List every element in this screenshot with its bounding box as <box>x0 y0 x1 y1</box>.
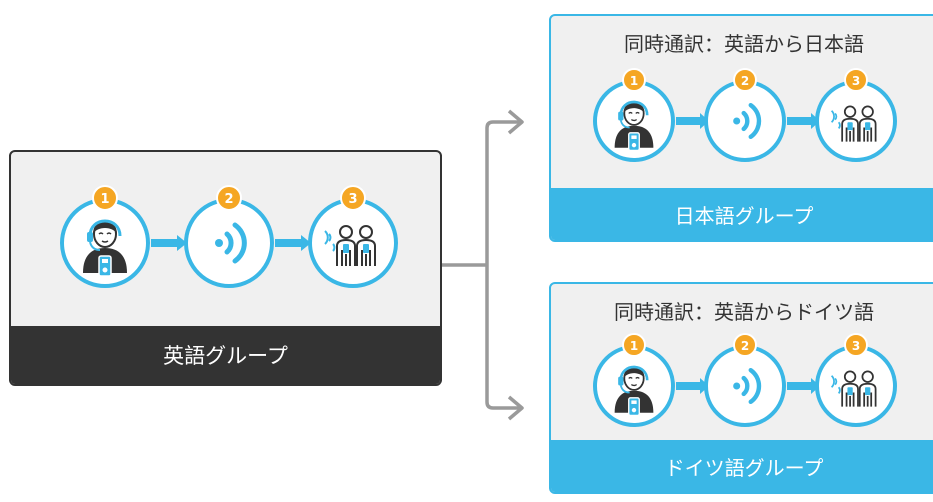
step-badge <box>844 333 868 357</box>
step-badge <box>216 185 242 211</box>
japanese-step-2: 2 <box>704 68 786 162</box>
arrowhead-up-icon <box>507 109 524 135</box>
svg-text:2: 2 <box>224 192 233 207</box>
step-badge <box>622 333 646 357</box>
arrowhead-down-icon <box>507 395 524 421</box>
german-step-3: 3 <box>815 333 897 427</box>
german-step-1: 1 <box>593 333 675 427</box>
step-badge <box>844 68 868 92</box>
step-badge <box>340 185 366 211</box>
japanese-group-panel: 同時通訳：英語から日本語 1 2 3 日本語グループ <box>549 14 933 242</box>
japanese-step-3: 3 <box>815 68 897 162</box>
step-badge <box>733 333 757 357</box>
english-step-2: 2 <box>184 185 274 288</box>
step-badge <box>92 185 118 211</box>
english-group-panel: 1 2 3 英語グループ <box>9 150 442 386</box>
japanese-group-label: 日本語グループ <box>551 188 933 240</box>
svg-text:3: 3 <box>348 192 357 207</box>
english-step-1: 1 <box>60 185 150 288</box>
svg-text:1: 1 <box>630 339 638 353</box>
english-link-1-2 <box>151 235 187 251</box>
english-flow: 1 2 3 <box>60 185 398 288</box>
svg-text:2: 2 <box>741 339 749 353</box>
connector-to-japanese <box>485 120 522 129</box>
japanese-flow: 1 2 3 <box>593 68 897 162</box>
english-link-2-3 <box>275 235 311 251</box>
japanese-step-1: 1 <box>593 68 675 162</box>
german-interpretation-title: 同時通訳：英語からドイツ語 <box>614 300 874 324</box>
german-group-panel: 同時通訳：英語からドイツ語 1 2 3 ドイツ語グループ <box>549 282 933 494</box>
english-step-3: 3 <box>308 185 398 288</box>
step-badge <box>733 68 757 92</box>
step-badge <box>622 68 646 92</box>
german-step-2: 2 <box>704 333 786 427</box>
german-group-label: ドイツ語グループ <box>551 440 933 492</box>
svg-text:2: 2 <box>741 74 749 88</box>
svg-text:3: 3 <box>852 74 860 88</box>
svg-text:1: 1 <box>100 192 109 207</box>
svg-text:1: 1 <box>630 74 638 88</box>
english-group-label: 英語グループ <box>11 326 440 384</box>
german-flow: 1 2 3 <box>593 333 897 427</box>
japanese-interpretation-title: 同時通訳：英語から日本語 <box>624 32 864 56</box>
connector-to-german <box>485 401 522 410</box>
svg-text:3: 3 <box>852 339 860 353</box>
